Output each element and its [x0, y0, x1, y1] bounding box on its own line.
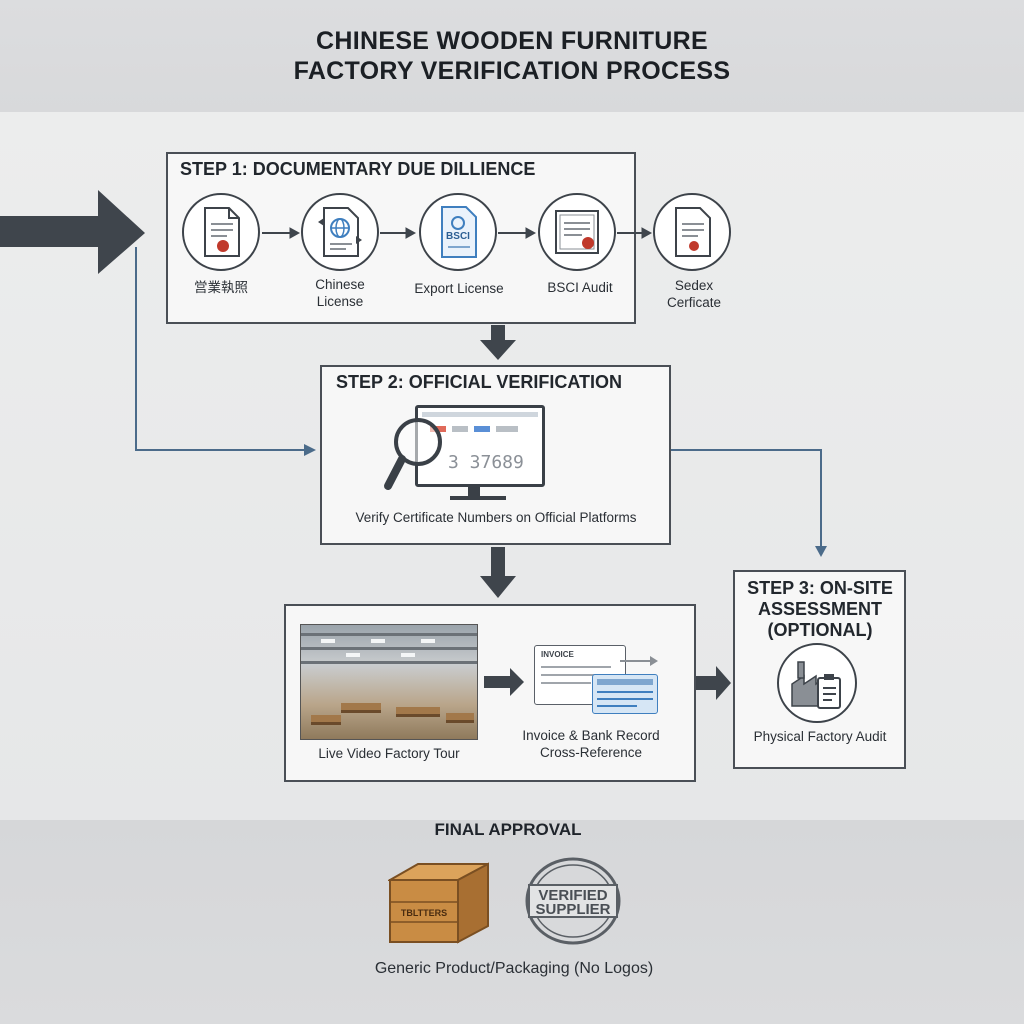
certificate-number: 3 37689 — [448, 452, 524, 473]
step3-caption: Physical Factory Audit — [753, 729, 887, 744]
verified-supplier-stamp: VERIFIED SUPPLIER — [523, 857, 623, 945]
invoice-caption-line-2: Cross-Reference — [539, 745, 643, 760]
screen-button-red — [430, 426, 446, 432]
title-line-2: FACTORY VERIFICATION PROCESS — [293, 57, 731, 85]
step3-title-line-3: (OPTIONAL) — [767, 620, 873, 640]
step1-label-business: 営業執照 — [194, 280, 248, 295]
video-tour-caption: Live Video Factory Tour — [318, 746, 460, 761]
screen-button-grey — [452, 426, 468, 432]
screen-button-blue — [474, 426, 490, 432]
step1-label-export-license: Export License — [414, 281, 504, 296]
title-line-1: CHINESE WOODEN FURNITURE — [316, 27, 708, 55]
invoice-caption: Invoice & Bank Record Cross-Reference — [510, 727, 672, 761]
invoice-header: INVOICE — [541, 650, 574, 659]
header-band — [0, 0, 1024, 112]
bsci-document-icon: BSCI — [419, 193, 497, 271]
step1-label-sedex: Sedex Cerficate — [666, 278, 722, 310]
final-band — [0, 820, 1024, 1024]
step3-title-line-1: STEP 3: ON-SITE — [747, 578, 893, 598]
step1-label-bsci-audit: BSCI Audit — [547, 280, 613, 295]
step1-label-chinese-license: Chinese License — [315, 277, 365, 309]
step2-title: STEP 2: OFFICIAL VERIFICATION — [336, 372, 623, 392]
stamp-line-1: VERIFIED — [538, 887, 607, 904]
monitor-neck — [468, 487, 480, 496]
page-title: CHINESE WOODEN FURNITURE FACTORY VERIFIC… — [0, 26, 1024, 86]
crate-text: TBLTTERS — [401, 908, 447, 918]
factory-tour-photo — [300, 624, 478, 740]
invoice-caption-line-1: Invoice & Bank Record — [522, 728, 660, 743]
bsci-badge-text: BSCI — [446, 231, 470, 242]
certificate-ribbon-icon — [653, 193, 731, 271]
step3-title-line-2: ASSESSMENT — [757, 599, 883, 619]
final-caption: Generic Product/Packaging (No Logos) — [374, 960, 654, 977]
step3-title: STEP 3: ON-SITE ASSESSMENT (OPTIONAL) — [740, 578, 900, 641]
factory-clipboard-icon — [777, 643, 857, 723]
screen-button-grey-2 — [496, 426, 518, 432]
wooden-crate-image: TBLTTERS — [386, 862, 492, 944]
document-with-seal-icon — [182, 193, 260, 271]
stamp-line-2: SUPPLIER — [535, 901, 610, 918]
certificate-icon — [538, 193, 616, 271]
globe-document-icon — [301, 193, 379, 271]
step2-caption: Verify Certificate Numbers on Official P… — [355, 510, 637, 525]
bank-record-card — [592, 674, 658, 714]
monitor-screen: 3 37689 — [415, 405, 545, 487]
screen-topbar — [422, 412, 538, 417]
monitor-stand — [450, 496, 506, 500]
final-approval-title: FINAL APPROVAL — [434, 820, 582, 839]
step1-title: STEP 1: DOCUMENTARY DUE DILLIENCE — [180, 159, 536, 179]
